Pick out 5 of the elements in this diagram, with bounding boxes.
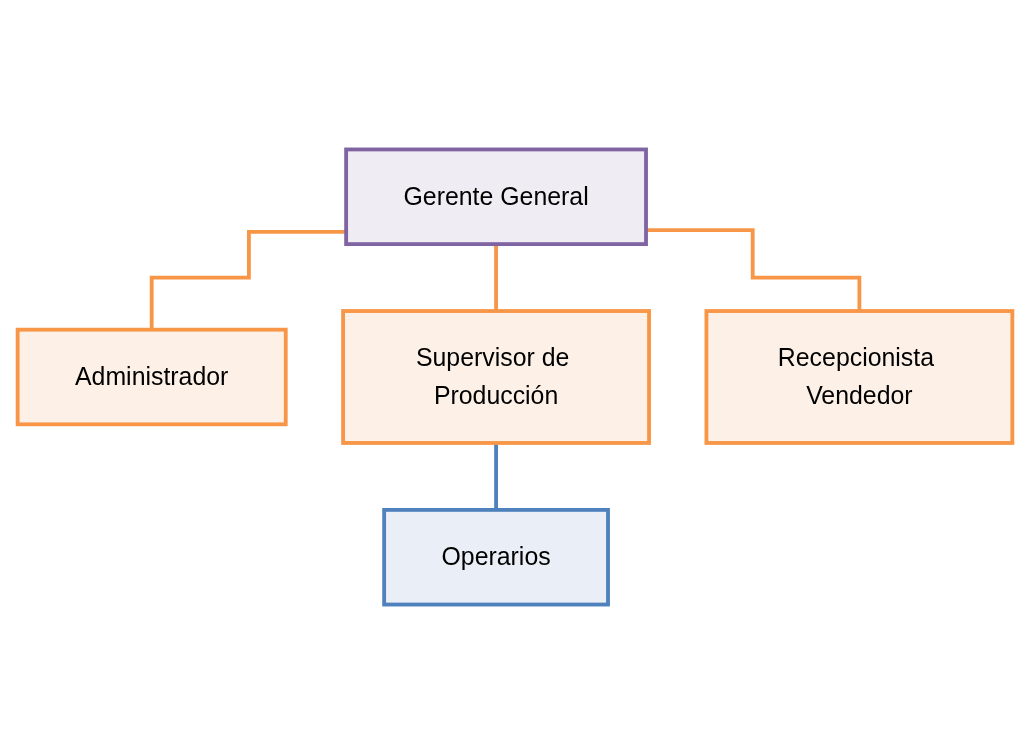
node-box: Supervisor de Producción <box>341 308 651 445</box>
node-box: Administrador <box>15 327 288 426</box>
node-box: Operarios <box>382 507 610 606</box>
node-box: Gerente General <box>344 147 648 246</box>
node-box: Recepcionista Vendedor <box>704 308 1015 445</box>
